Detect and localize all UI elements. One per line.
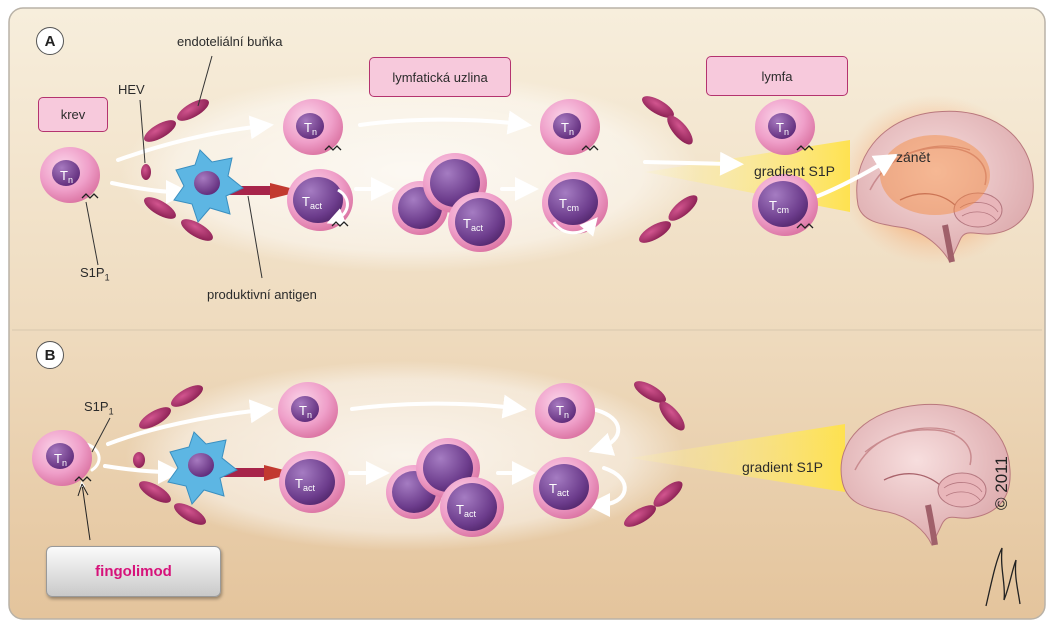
endothelial-cells-b [139, 381, 685, 527]
cell-label: Tn [776, 120, 789, 137]
brain-normal [840, 403, 1011, 547]
receptor-base: S1P [84, 399, 109, 414]
cell-label: Tn [299, 403, 312, 420]
t-act-cluster-a [392, 153, 512, 252]
s1p1-receptor-label-a: S1P1 [80, 265, 110, 283]
receptor-sub: 1 [108, 406, 114, 417]
inflammation-label: zánět [896, 149, 931, 165]
dendritic-cell-b [167, 431, 284, 505]
productive-antigen-label: produktivní antigen [207, 287, 317, 302]
lymph-tag: lymfa [706, 56, 848, 96]
leader-lines-b [77, 417, 111, 541]
fingolimod-box: fingolimod [46, 546, 221, 597]
s1p-gradient-label-b: gradient S1P [742, 459, 823, 475]
hev-label: HEV [118, 82, 145, 97]
flow-arrows-b [84, 394, 627, 517]
t-act-primed-a [287, 169, 353, 231]
cell-labels-a: Tn Tn Tn Tn Tact Tact Tcm Tcm [60, 120, 789, 233]
lymph-node-tag: lymfatická uzlina [369, 57, 511, 97]
cell-label: Tact [456, 502, 476, 519]
cell-label: Tn [561, 120, 574, 137]
t-naive-lymph-a [755, 99, 815, 155]
receptor-sub: 1 [104, 272, 110, 283]
hev-cell-b [133, 452, 145, 468]
t-naive-blood-a [40, 147, 100, 203]
blood-tag: krev [38, 97, 108, 132]
flow-arrows-a [110, 110, 899, 204]
s1p-gradient-cone-b [630, 424, 845, 492]
t-act-primed-b [279, 451, 345, 513]
t-naive-node-a [283, 99, 343, 155]
cell-label: Tact [549, 481, 569, 498]
cell-label: Tn [54, 451, 67, 468]
cell-label: Tact [295, 476, 315, 493]
dendritic-cell-a [173, 149, 290, 223]
t-naive-blood-b [32, 430, 92, 486]
panel-b-letter: B [36, 341, 64, 369]
t-naive-retained-b [535, 383, 595, 439]
panel-b: Tn Tn Tn Tact Tact Tact [32, 361, 1021, 607]
cell-label: Tn [556, 403, 569, 420]
endothelial-cell-label: endoteliální buňka [177, 34, 283, 49]
cell-label: Tcm [769, 198, 789, 215]
cell-label: Tact [302, 194, 322, 211]
receptor-base: S1P [80, 265, 105, 280]
endothelial-cells-a [144, 96, 698, 243]
t-act-retained-b [533, 457, 599, 519]
t-cm-lymph-a [752, 174, 818, 236]
hev-cell [141, 164, 151, 180]
cell-label: Tn [304, 120, 317, 137]
panel-a: Tn Tn Tn Tn Tact Tact Tcm Tcm [40, 55, 1034, 279]
panel-a-letter: A [36, 27, 64, 55]
t-cm-node-a [542, 172, 608, 237]
t-naive-node-b [278, 382, 338, 438]
cell-label: Tcm [559, 196, 579, 213]
t-act-cluster-b [386, 438, 504, 537]
author-signature [985, 547, 1021, 607]
cell-label: Tact [463, 216, 483, 233]
s1p1-receptor-label-b: S1P1 [84, 399, 114, 417]
s1p-gradient-label-a: gradient S1P [754, 163, 835, 179]
copyright-text: © 2011 [992, 456, 1011, 510]
leader-lines-a [85, 55, 263, 279]
cell-labels-b: Tn Tn Tn Tact Tact Tact [54, 403, 569, 519]
t-naive-exit-a [540, 99, 600, 155]
cell-label: Tn [60, 168, 73, 185]
